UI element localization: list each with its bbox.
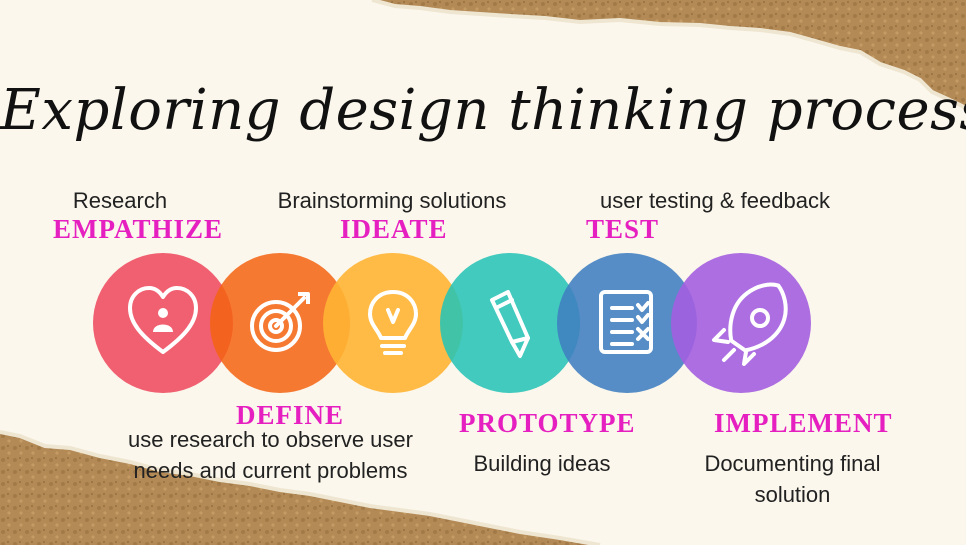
stage-label-empathize: EMPATHIZE: [53, 214, 224, 244]
stage-circle-prototype: [440, 253, 580, 393]
stage-label-test: TEST: [586, 214, 660, 244]
stage-label-ideate: IDEATE: [340, 214, 448, 244]
pencil-icon: [490, 290, 530, 358]
stage-circle-test: [557, 253, 697, 393]
stage-label-define: DEFINE: [236, 400, 345, 430]
checklist-icon: [599, 290, 653, 354]
target-icon: [250, 292, 310, 352]
stage-description-empathize: Research: [72, 188, 168, 213]
stage-description-implement: Documenting final solution: [704, 451, 881, 507]
stage-label-prototype: PROTOTYPE: [459, 408, 636, 438]
stage-description-test: user testing & feedback: [600, 188, 830, 213]
stage-circle-empathize: [93, 253, 233, 393]
rocket-icon: [712, 282, 788, 366]
heart-person-icon: [128, 286, 198, 354]
page-title: Exploring design thinking process: [0, 78, 966, 143]
stage-description-prototype: Building ideas: [473, 451, 611, 476]
stage-description-define: use research to observe user needs and c…: [128, 427, 413, 483]
lightbulb-icon: [368, 290, 418, 355]
stage-label-implement: IMPLEMENT: [714, 408, 893, 438]
stage-circle-implement: [671, 253, 811, 393]
stage-description-ideate: Brainstorming solutions: [277, 188, 507, 213]
